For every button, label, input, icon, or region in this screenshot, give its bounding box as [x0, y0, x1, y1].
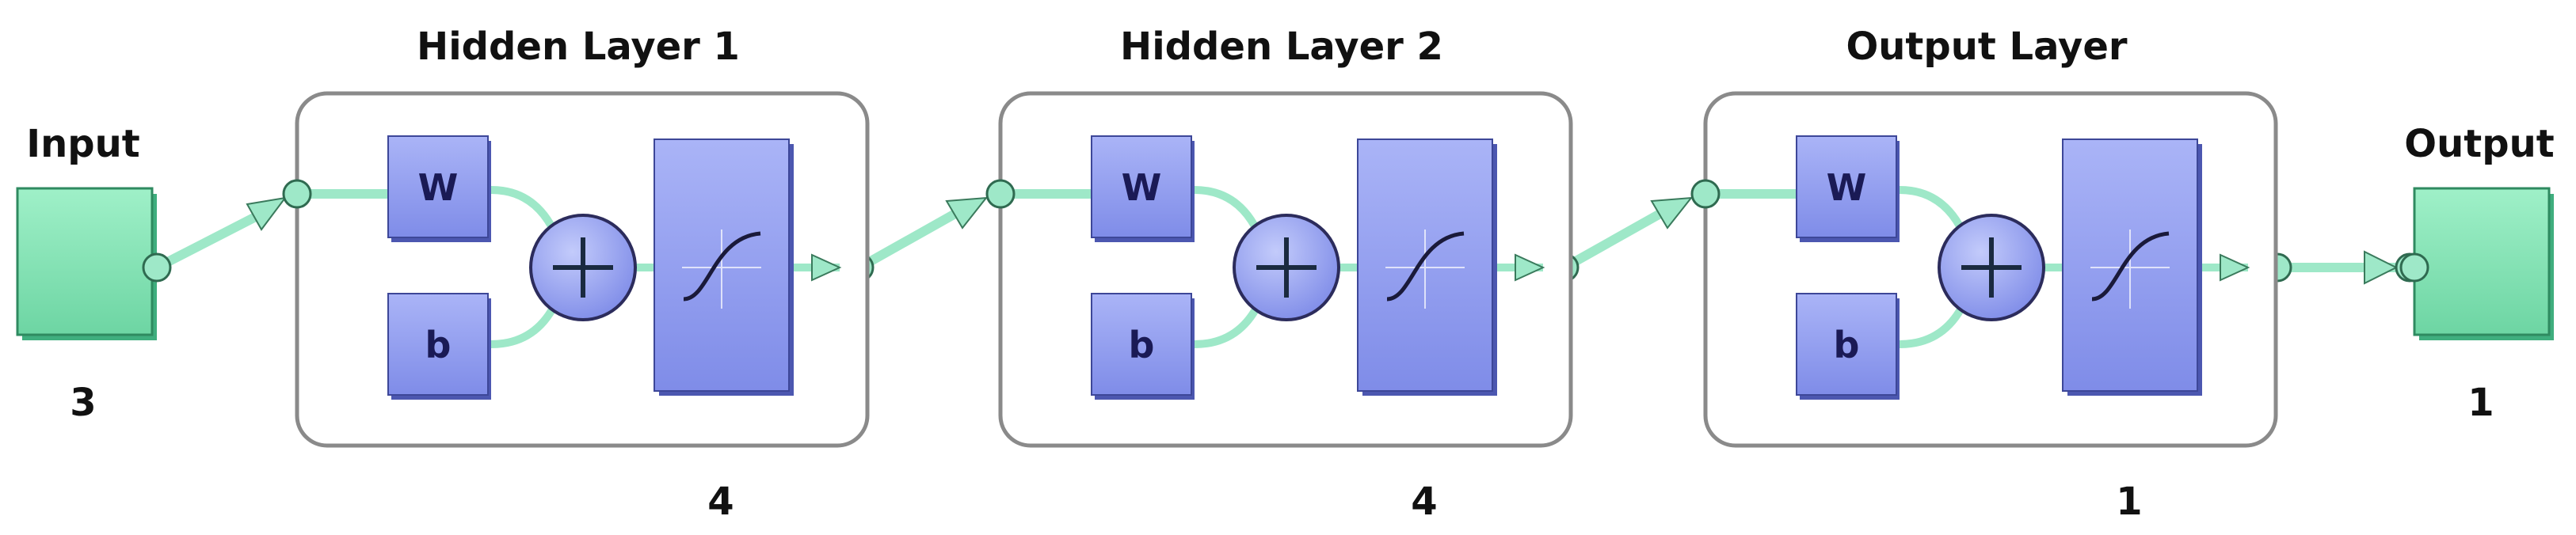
- layer-size: 4: [707, 480, 734, 524]
- connectors: [152, 196, 2405, 285]
- weight-block: [1091, 135, 1192, 238]
- connector-layer1-layer2: [855, 203, 971, 272]
- weight-label: W: [1827, 166, 1867, 209]
- layer-size: 1: [2116, 480, 2142, 524]
- input-node: Input 3: [16, 122, 157, 425]
- arrow-icon: [2364, 250, 2399, 285]
- arrow-icon: [246, 196, 288, 231]
- bias-label: b: [1129, 324, 1155, 366]
- weight-label: W: [418, 166, 459, 209]
- bias-block: [1796, 293, 1897, 396]
- port-circle-icon: [985, 179, 1016, 209]
- sigmoid-curve-icon: [682, 230, 761, 309]
- plus-circle-icon: [529, 214, 637, 321]
- weight-label: W: [1122, 166, 1162, 209]
- layer-title: Hidden Layer 2: [1120, 25, 1443, 69]
- arrow-icon: [811, 253, 842, 282]
- bias-block: [387, 293, 489, 396]
- sigmoid-curve-icon: [1385, 230, 1465, 309]
- plus-circle-icon: [1938, 214, 2045, 321]
- weight-block: [1796, 135, 1897, 238]
- bias-block: [1091, 293, 1192, 396]
- layer-output: Output Layer W b 1: [1690, 25, 2278, 524]
- output-size: 1: [2467, 381, 2494, 425]
- input-block: [16, 187, 154, 336]
- output-label: Output: [2404, 122, 2554, 166]
- bias-label: b: [1834, 324, 1860, 366]
- input-label: Input: [26, 122, 140, 166]
- bias-label: b: [425, 324, 452, 366]
- plus-circle-icon: [1233, 214, 1340, 321]
- weight-block: [387, 135, 489, 238]
- port-circle-icon: [2399, 252, 2429, 283]
- port-circle-icon: [1690, 179, 1721, 209]
- input-size: 3: [70, 381, 96, 425]
- port-circle-icon: [282, 179, 312, 209]
- output-block: [2413, 187, 2551, 336]
- sigmoid-curve-icon: [2090, 230, 2170, 309]
- connector-input-layer1: [152, 205, 274, 272]
- arrow-icon: [2220, 253, 2250, 282]
- arrow-icon: [1650, 196, 1694, 230]
- layer-title: Hidden Layer 1: [417, 25, 740, 69]
- port-circle-icon: [142, 252, 172, 283]
- layer-title: Output Layer: [1846, 25, 2127, 69]
- arrow-icon: [945, 196, 989, 230]
- layer-size: 4: [1411, 480, 1437, 524]
- arrow-icon: [1515, 253, 1545, 282]
- layer-hidden-1: Hidden Layer 1 W b 4: [282, 25, 870, 524]
- layer-hidden-2: Hidden Layer 2 W b 4: [985, 25, 1573, 524]
- connector-layer2-layer3: [1560, 203, 1676, 272]
- output-node: Output 1: [2399, 122, 2555, 425]
